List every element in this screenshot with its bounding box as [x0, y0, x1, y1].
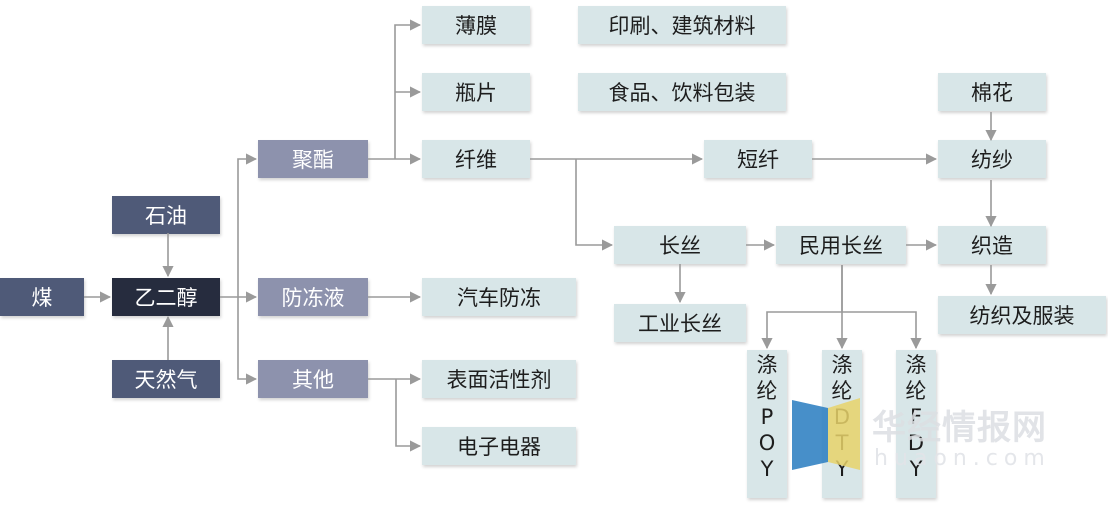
- node-natural-gas: 天然气: [112, 360, 220, 398]
- node-polyester-poy: 涤 纶 P O Y: [747, 350, 787, 498]
- fdy-char: F: [909, 405, 923, 429]
- node-weaving: 织造: [938, 226, 1046, 264]
- node-staple-fiber: 短纤: [704, 140, 812, 178]
- poy-char: 涤: [756, 353, 778, 377]
- node-food-beverage-packaging: 食品、饮料包装: [578, 73, 786, 111]
- fdy-char: 纶: [905, 379, 927, 403]
- fdy-char: D: [907, 431, 925, 455]
- arrow-other-to-electronics: [395, 379, 422, 452]
- poy-char: P: [760, 405, 774, 429]
- arrow-polyester-to-film: [394, 19, 422, 159]
- dty-char: Y: [835, 457, 849, 481]
- node-polyester: 聚酯: [258, 140, 368, 178]
- arrow-fiber-to-filament: [575, 159, 614, 251]
- node-civil-filament: 民用长丝: [776, 226, 906, 264]
- poy-char: Y: [760, 457, 774, 481]
- arrow-civil-to-fdy: [842, 311, 922, 350]
- arrow-eg-to-other: [237, 297, 258, 385]
- dty-char: 纶: [831, 379, 853, 403]
- node-film: 薄膜: [422, 6, 530, 44]
- node-cotton: 棉花: [938, 73, 1046, 111]
- node-ethylene-glycol: 乙二醇: [112, 278, 220, 316]
- dty-char: T: [835, 431, 849, 455]
- node-coal: 煤: [0, 278, 84, 316]
- node-polyester-fdy: 涤 纶 F D Y: [896, 350, 936, 498]
- dty-char: D: [833, 405, 851, 429]
- poy-char: 纶: [756, 379, 778, 403]
- arrow-eg-to-polyester: [237, 153, 258, 297]
- node-fiber: 纤维: [422, 140, 530, 178]
- fdy-char: Y: [909, 457, 923, 481]
- node-other: 其他: [258, 360, 368, 398]
- fdy-char: 涤: [905, 353, 927, 377]
- arrow-civil-to-poy: [761, 265, 843, 350]
- poy-char: O: [758, 431, 776, 455]
- node-petroleum: 石油: [112, 196, 220, 234]
- node-auto-antifreeze: 汽车防冻: [422, 278, 576, 316]
- node-electronics: 电子电器: [422, 427, 576, 465]
- node-spinning: 纺纱: [938, 140, 1046, 178]
- node-printing-building: 印刷、建筑材料: [578, 6, 786, 44]
- node-bottle-chip: 瓶片: [422, 73, 530, 111]
- node-surfactant: 表面活性剂: [422, 360, 576, 398]
- node-filament: 长丝: [614, 226, 746, 264]
- node-antifreeze: 防冻液: [258, 278, 368, 316]
- node-industrial-filament: 工业长丝: [614, 304, 746, 342]
- node-textiles-apparel: 纺织及服装: [938, 296, 1106, 334]
- dty-char: 涤: [831, 353, 853, 377]
- node-polyester-dty: 涤 纶 D T Y: [822, 350, 862, 498]
